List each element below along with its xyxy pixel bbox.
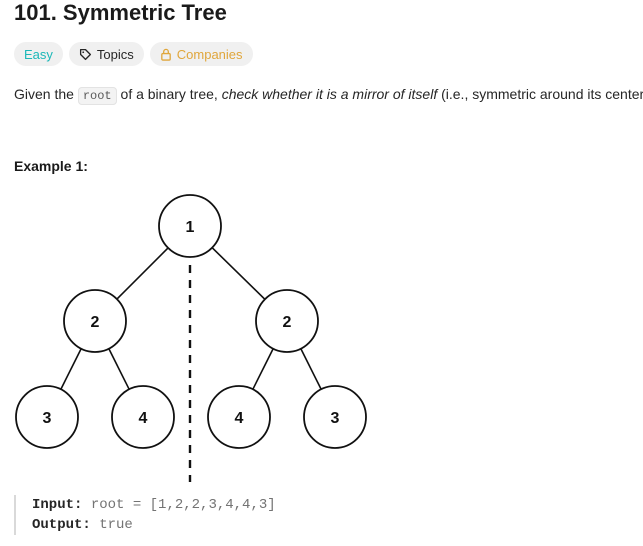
problem-title: 101. Symmetric Tree [14,0,227,25]
tree-node: 3 [15,385,79,449]
topics-tag[interactable]: Topics [68,42,144,66]
input-row: Input: root = [1,2,2,3,4,4,3] [32,495,276,515]
tree-node-circle [158,194,222,258]
description-text-2: of a binary tree, [116,86,222,102]
tree-node-circle [207,385,271,449]
input-label: Input: [32,497,83,513]
tree-node-circle [111,385,175,449]
tree-node: 4 [111,385,175,449]
example-io-block: Input: root = [1,2,2,3,4,4,3] Output: tr… [14,495,276,535]
tree-node: 1 [158,194,222,258]
tree-node-circle [15,385,79,449]
output-label: Output: [32,517,91,533]
tree-node: 2 [63,289,127,353]
problem-description: Given the root of a binary tree, check w… [14,84,643,106]
tree-node-label: 3 [43,410,52,427]
output-value: true [99,517,133,533]
input-value: root = [1,2,2,3,4,4,3] [90,497,276,513]
tree-node-label: 4 [139,410,148,427]
topics-label: Topics [96,46,134,62]
tree-node-circle [63,289,127,353]
problem-tags: Easy Topics Companies [14,42,253,66]
tree-node-label: 1 [186,219,195,236]
tree-node-label: 2 [283,314,292,331]
companies-label: Companies [176,46,243,62]
tree-node-circle [303,385,367,449]
tree-node-circle [255,289,319,353]
example-title: Example 1: [14,158,88,174]
inline-code-root: root [77,87,117,105]
output-row: Output: true [32,515,276,535]
description-emphasis: check whether it is a mirror of itself [221,86,438,102]
tree-node: 2 [255,289,319,353]
companies-tag[interactable]: Companies [149,42,253,66]
tree-node-label: 4 [235,410,244,427]
lock-icon [160,48,171,61]
tag-icon [79,48,91,60]
description-text-3: (i.e., symmetric around its center). [437,86,643,102]
tree-node-label: 2 [91,314,100,331]
tree-node-label: 3 [331,410,340,427]
difficulty-badge[interactable]: Easy [14,42,63,66]
description-text-1: Given the [14,86,78,102]
tree-node: 3 [303,385,367,449]
tree-node: 4 [207,385,271,449]
